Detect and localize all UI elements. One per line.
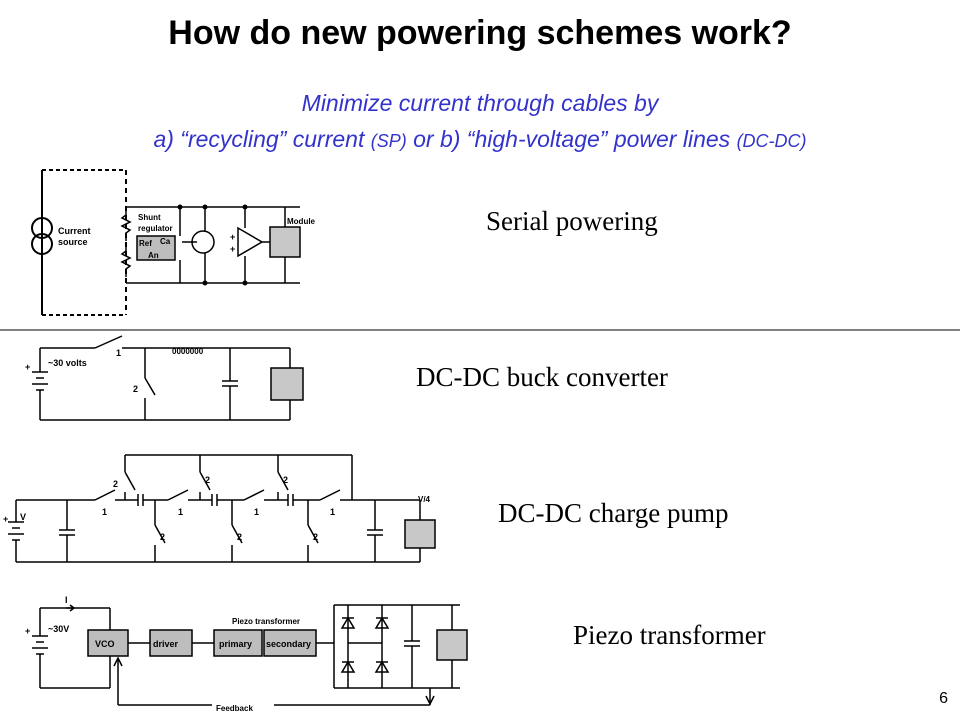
buck-converter-diagram: + ~30 volts 1 2 0000000 <box>25 335 304 421</box>
piezo-voltage: ~30V <box>48 624 69 634</box>
shunt-ca: Ca <box>160 237 171 246</box>
label-serial-powering: Serial powering <box>486 206 658 236</box>
switch-icon <box>94 335 123 349</box>
buck-plus: + <box>25 362 30 372</box>
serial-powering-diagram: Current source Shunt regulator Ref Ca An <box>31 169 316 316</box>
label-dcdc-charge-pump: DC-DC charge pump <box>498 498 729 528</box>
diode-icon <box>340 616 356 629</box>
pump-load-box <box>404 519 436 549</box>
vco-text: VCO <box>95 639 115 649</box>
current-source-text-2: source <box>58 237 88 247</box>
svg-text:2: 2 <box>237 532 242 542</box>
module-box <box>269 226 301 258</box>
resistor-icon <box>120 207 132 241</box>
pump-switch-2: 2 <box>113 479 118 489</box>
shunt-regulator-box <box>136 235 176 261</box>
shunt-an: An <box>148 251 159 260</box>
piezo-plus: + <box>25 626 30 636</box>
svg-text:2: 2 <box>160 532 165 542</box>
shunt-text-2: regulator <box>138 224 173 233</box>
buck-load-box <box>270 367 304 401</box>
vco-box <box>87 629 129 657</box>
slide-title: How do new powering schemes work? <box>168 14 792 52</box>
module-text: Module <box>287 217 316 226</box>
primary-text: primary <box>219 639 252 649</box>
subtitle-option-b: or b) “high-voltage” power lines <box>406 126 737 152</box>
current-source-icon <box>31 217 53 239</box>
subtitle-option-a-tag: (SP) <box>370 131 407 151</box>
svg-text:1: 1 <box>178 507 183 517</box>
svg-text:1: 1 <box>330 507 335 517</box>
subtitle-option-a: a) “recycling” current <box>153 126 371 152</box>
pump-output: V/4 <box>418 495 431 504</box>
piezo-current: I <box>65 595 68 605</box>
svg-text:2: 2 <box>205 475 210 485</box>
svg-text:2: 2 <box>313 532 318 542</box>
svg-text:1: 1 <box>102 507 107 517</box>
label-dcdc-buck: DC-DC buck converter <box>416 362 668 392</box>
charge-pump-diagram: + V 1 1 <box>3 454 436 563</box>
secondary-text: secondary <box>266 639 311 649</box>
buck-switch-2: 2 <box>133 384 138 394</box>
subtitle-line-1: Minimize current through cables by <box>301 90 659 116</box>
pump-voltage: V <box>20 512 26 522</box>
buck-voltage: ~30 volts <box>48 358 87 368</box>
buck-switch-1: 1 <box>116 348 121 358</box>
svg-text:+: + <box>230 232 235 242</box>
shunt-text-1: Shunt <box>138 213 161 222</box>
driver-text: driver <box>153 639 179 649</box>
svg-text:2: 2 <box>283 475 288 485</box>
pump-plus: + <box>3 514 8 524</box>
subtitle-line-2: a) “recycling” current (SP) or b) “high-… <box>0 126 960 153</box>
piezo-transformer-diagram: + ~30V I VCO driver primary secondary P <box>25 595 468 713</box>
svg-text:+: + <box>230 244 235 254</box>
label-piezo-transformer: Piezo transformer <box>573 620 766 650</box>
driver-box <box>149 629 193 657</box>
svg-text:1: 1 <box>254 507 259 517</box>
primary-box <box>213 629 263 657</box>
subtitle-option-b-tag: (DC-DC) <box>736 131 807 151</box>
feedback-text: Feedback <box>216 704 253 713</box>
buck-inductor: 0000000 <box>172 347 204 356</box>
current-source-text-1: Current <box>58 226 91 236</box>
shunt-ref: Ref <box>139 239 152 248</box>
piezo-load-box <box>436 629 468 661</box>
page-number: 6 <box>939 690 948 707</box>
amplifier-icon <box>237 226 264 258</box>
transformer-text: Piezo transformer <box>232 617 300 626</box>
